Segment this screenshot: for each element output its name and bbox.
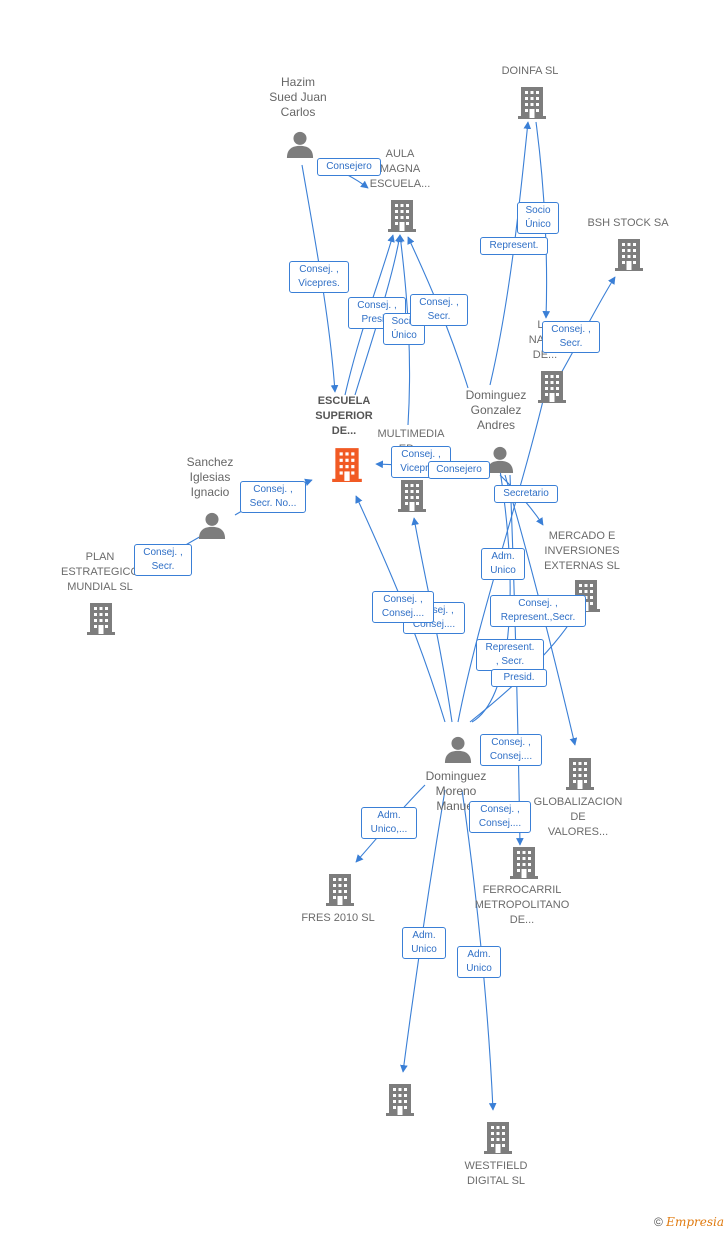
edge-label-represent-secr[interactable]: Represent. , Secr. (476, 639, 544, 671)
brand-name: mpresia (674, 1215, 724, 1229)
edge-label-presid[interactable]: Presid. (491, 669, 547, 687)
westfield-building-icon[interactable] (484, 1122, 512, 1154)
narsl-building-icon[interactable] (538, 371, 566, 403)
edge-label-consej-secr-no[interactable]: Consej. , Secr. No... (240, 481, 306, 513)
edge-label-consej-secr-plan[interactable]: Consej. , Secr. (134, 544, 192, 576)
edge-label-adm-unico-narsl[interactable]: Adm. Unico (481, 548, 525, 580)
dmm-label[interactable]: Dominguez Moreno Manuel (425, 769, 487, 813)
bsh-label[interactable]: BSH STOCK SA (587, 217, 669, 229)
edge-label-consejero-hazim[interactable]: Consejero (317, 158, 381, 176)
hazim-person-icon[interactable] (286, 131, 314, 158)
aula-building-icon[interactable] (388, 200, 416, 232)
brand-initial: E (666, 1215, 675, 1229)
fres-building-icon[interactable] (326, 874, 354, 906)
mercado-label[interactable]: MERCADO E INVERSIONES EXTERNAS SL (544, 530, 620, 572)
sanchez-label[interactable]: Sanchez Iglesias Ignacio (186, 455, 234, 499)
watermark: © Empresia (654, 1215, 724, 1229)
edge-label-represent-doinfa[interactable]: Represent. (480, 237, 548, 255)
globalizacion-label[interactable]: GLOBALIZACION DE VALORES... (533, 796, 623, 838)
ferrocarril-building-icon[interactable] (510, 847, 538, 879)
edge-label-adm-unico-westfield[interactable]: Adm. Unico (457, 946, 501, 978)
edge-label-adm-unico-fres[interactable]: Adm. Unico,... (361, 807, 417, 839)
edge-label-consej-secr-aula[interactable]: Consej. , Secr. (410, 294, 468, 326)
edge-label-socio-unico-aula[interactable]: Socio Único (383, 313, 425, 345)
copyright-symbol: © (653, 1215, 663, 1229)
plan-mundial-label[interactable]: PLAN ESTRATEGICO MUNDIAL SL (60, 551, 140, 593)
edge-label-consej-consej-ferrocarril[interactable]: Consej. , Consej.... (469, 801, 531, 833)
edge-label-consejero-multimedia[interactable]: Consejero (428, 461, 490, 479)
fres-label[interactable]: FRES 2010 SL (301, 912, 375, 924)
edge-label-consej-vicepres-hazim[interactable]: Consej. , Vicepres. (289, 261, 349, 293)
escuela-building-icon[interactable] (332, 448, 362, 482)
ferrocarril-label[interactable]: FERROCARRIL METROPOLITANO DE... (474, 884, 570, 926)
globalizacion-building-icon[interactable] (566, 758, 594, 790)
edge-label-consej-consej-globalizacion[interactable]: Consej. , Consej.... (480, 734, 542, 766)
plansl-building-icon[interactable] (386, 1084, 414, 1116)
edge-label-secretario[interactable]: Secretario (494, 485, 558, 503)
dmm-person-icon[interactable] (444, 736, 472, 763)
aula-label[interactable]: AULA MAGNA ESCUELA... (369, 148, 431, 190)
plan-mundial-building-icon[interactable] (87, 603, 115, 635)
bsh-building-icon[interactable] (615, 239, 643, 271)
edge-label-consej-consej-escuela[interactable]: Consej. , Consej.... (372, 591, 434, 623)
doinfa-label[interactable]: DOINFA SL (501, 65, 559, 77)
escuela-label[interactable]: ESCUELA SUPERIOR DE... (315, 395, 373, 437)
edge-label-consej-secr-bsh[interactable]: Consej. , Secr. (542, 321, 600, 353)
doinfa-building-icon[interactable] (518, 87, 546, 119)
westfield-label[interactable]: WESTFIELD DIGITAL SL (464, 1160, 528, 1187)
edge-label-adm-unico-plansl[interactable]: Adm. Unico (402, 927, 446, 959)
hazim-label[interactable]: Hazim Sued Juan Carlos (269, 75, 327, 119)
edge-label-socio-unico-doinfa[interactable]: Socio Único (517, 202, 559, 234)
edge-label-consej-represent-secr[interactable]: Consej. , Represent.,Secr. (490, 595, 586, 627)
edge-dmm-westfield (461, 789, 497, 1111)
dga-person-icon[interactable] (486, 446, 514, 473)
edge-dmm-globalizacion (471, 469, 511, 723)
multimedia-building-icon[interactable] (398, 480, 426, 512)
dga-label[interactable]: Dominguez Gonzalez Andres (465, 388, 527, 432)
sanchez-person-icon[interactable] (198, 512, 226, 539)
